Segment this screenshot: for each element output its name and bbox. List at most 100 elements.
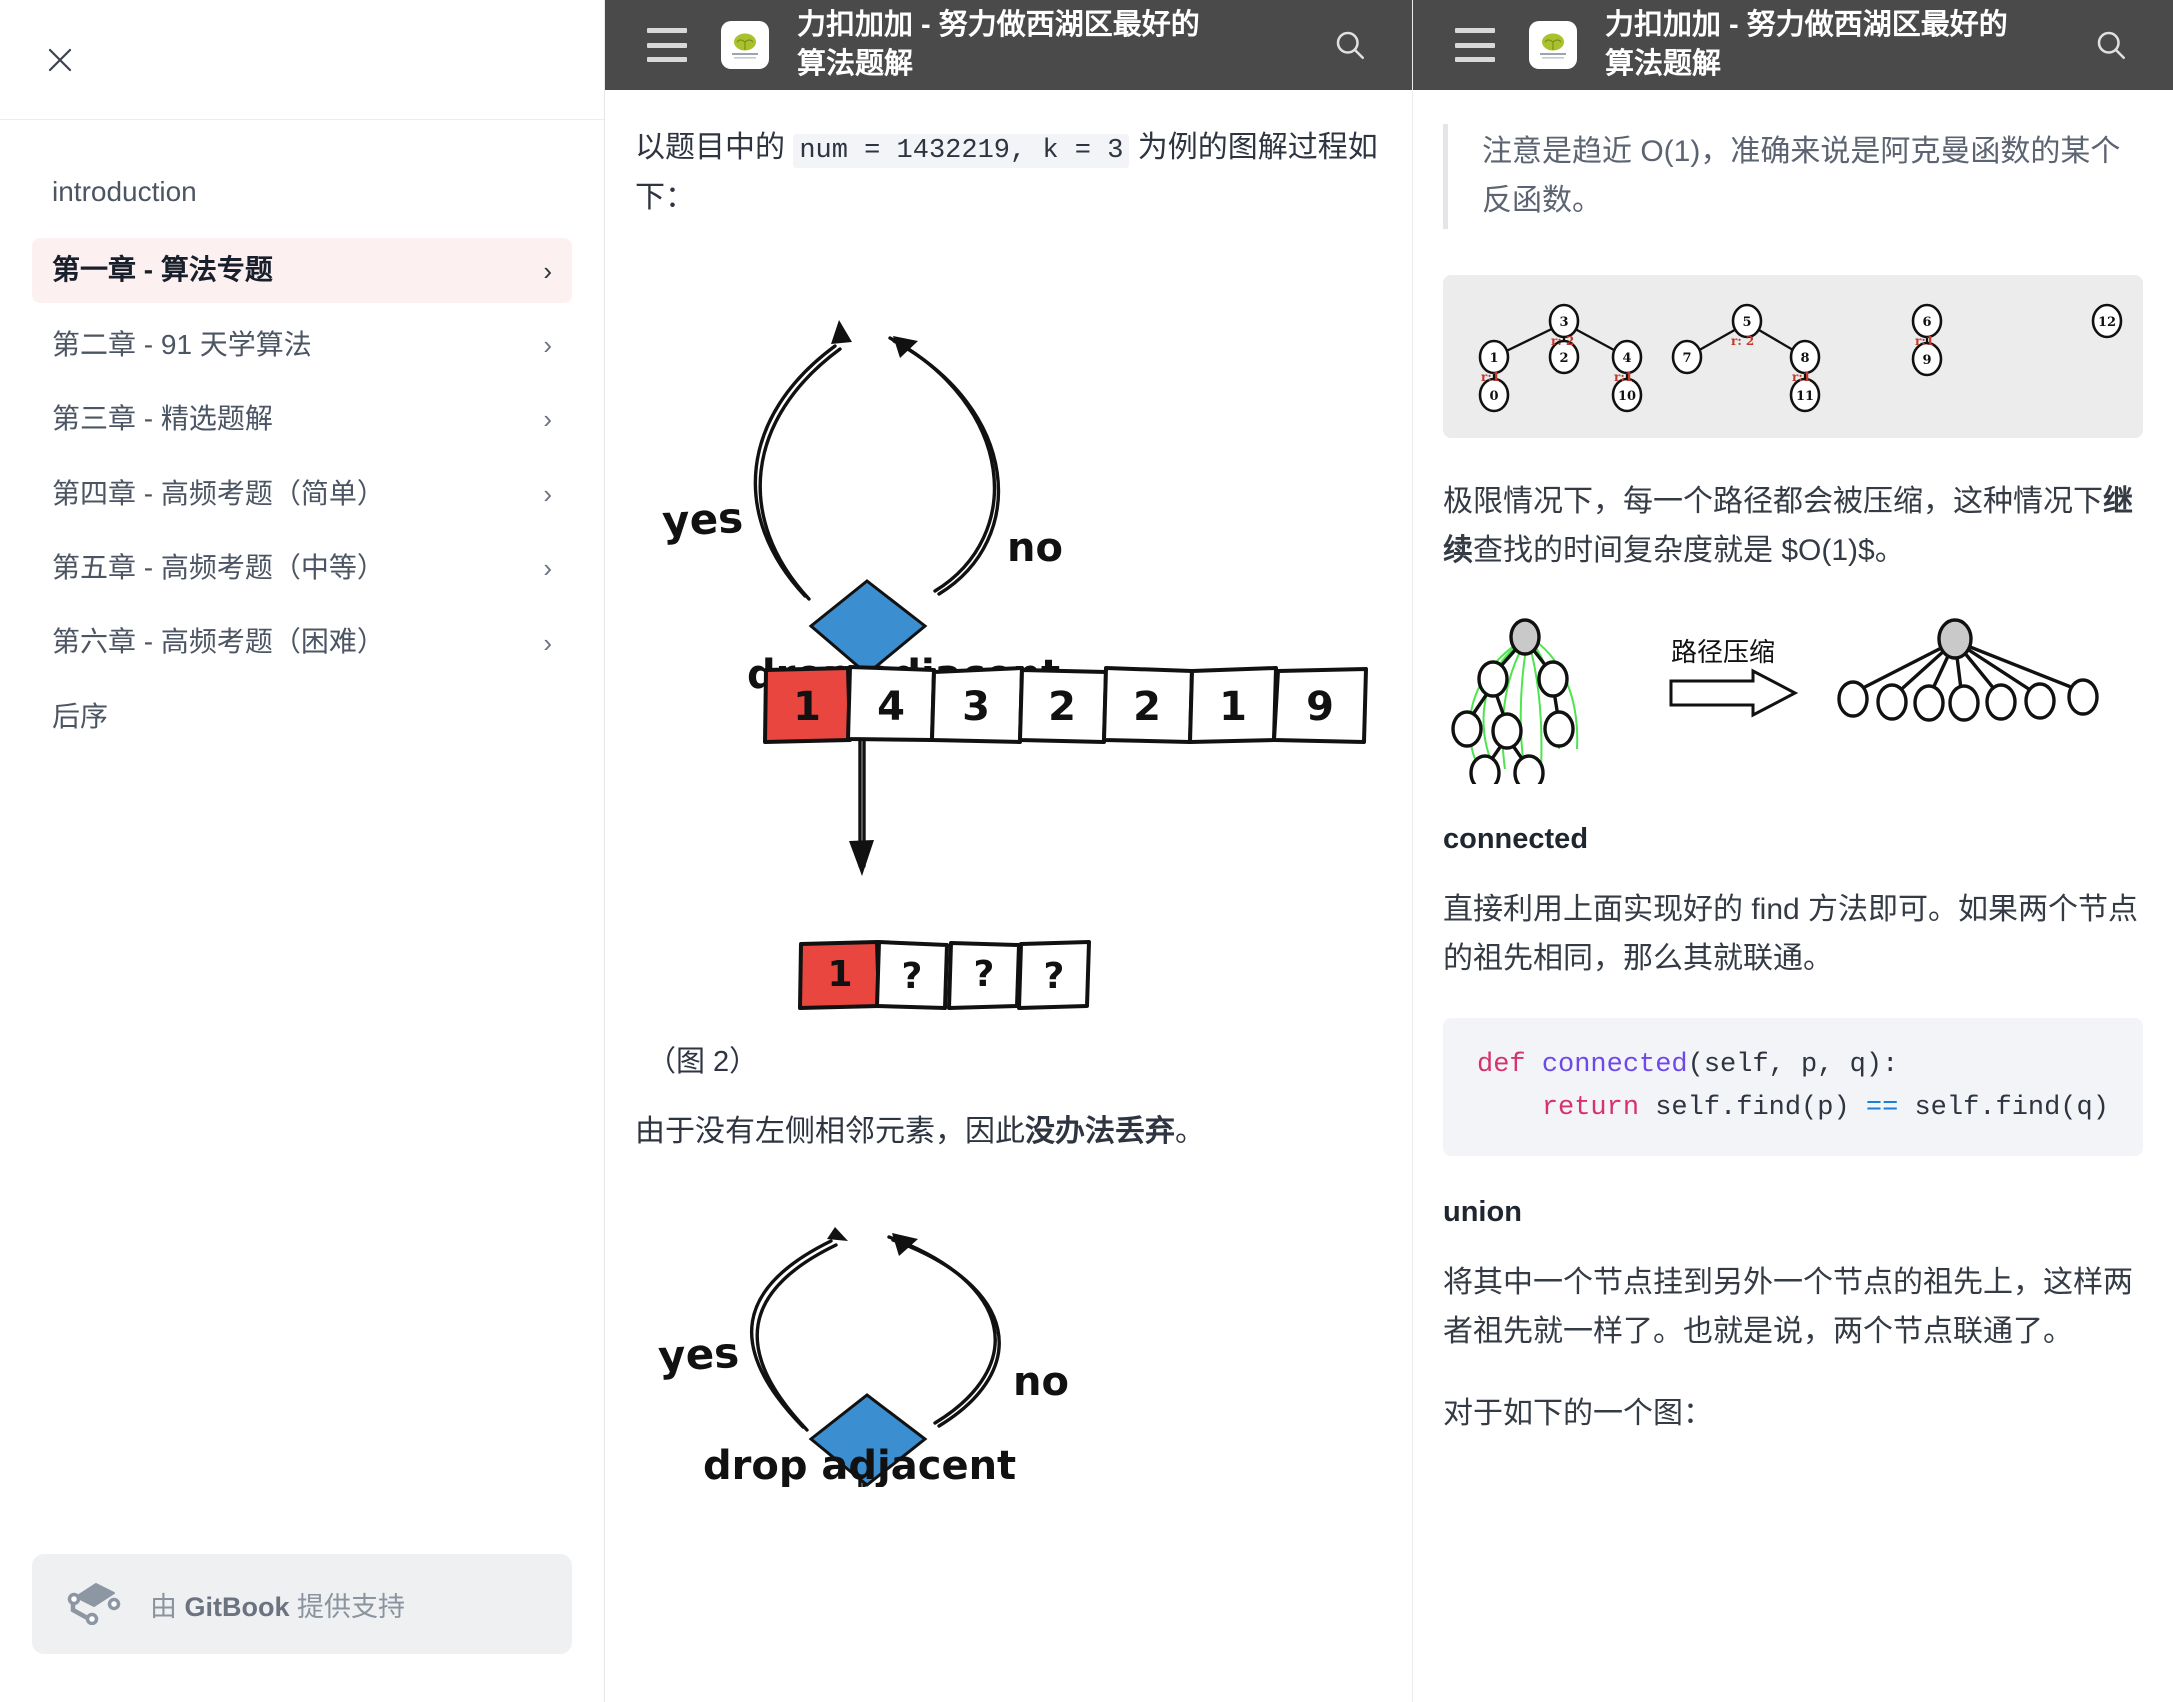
sidebar-header xyxy=(0,0,604,120)
sidebar-item-label: 第一章 - 算法专题 xyxy=(52,254,273,286)
figure-path-compression: 路径压缩 xyxy=(1443,599,2143,793)
chevron-right-icon: › xyxy=(543,478,552,509)
heading-union: union xyxy=(1443,1195,1522,1228)
svg-text:1: 1 xyxy=(1489,351,1498,366)
no-left-neighbour-paragraph: 由于没有左侧相邻元素，因此没办法丢弃。 xyxy=(635,1115,1205,1149)
svg-text:r:1: r:1 xyxy=(1915,334,1934,348)
inline-code-example: num = 1432219, k = 3 xyxy=(793,134,1130,168)
right-content: 注意是趋近 O(1)，准确来说是阿克曼函数的某个反函数。 xyxy=(1413,90,2173,1439)
close-icon[interactable] xyxy=(38,38,82,82)
gitbook-label: 由 GitBook 提供支持 xyxy=(150,1591,406,1622)
right-topbar: 力扣加加 - 努力做西湖区最好的算法题解 xyxy=(1413,0,2173,90)
code-keyword-def: def xyxy=(1477,1049,1526,1080)
svg-text:1: 1 xyxy=(793,684,821,730)
svg-text:2: 2 xyxy=(1048,684,1076,730)
svg-text:8: 8 xyxy=(1800,351,1809,366)
search-icon[interactable] xyxy=(1324,19,1376,71)
svg-text:no: no xyxy=(1013,1359,1069,1405)
svg-text:yes: yes xyxy=(661,493,744,546)
svg-text:?: ? xyxy=(1044,956,1065,997)
search-icon[interactable] xyxy=(2085,19,2137,71)
right-panel: 力扣加加 - 努力做西湖区最好的算法题解 注意是趋近 O(1)，准确来说是阿克曼… xyxy=(1413,0,2173,1702)
svg-text:r:1: r:1 xyxy=(1481,370,1500,384)
sidebar-item-chapter-4[interactable]: 第四章 - 高频考题（简单） › xyxy=(32,462,572,526)
svg-text:2: 2 xyxy=(1133,684,1161,730)
chevron-right-icon: › xyxy=(543,553,552,584)
code-function-name: connected xyxy=(1541,1049,1688,1080)
union-paragraph: 将其中一个节点挂到另外一个节点的祖先上，这样两者祖先就一样了。也就是说，两个节点… xyxy=(1443,1265,2133,1348)
svg-text:r: 2: r: 2 xyxy=(1731,334,1754,348)
middle-topbar: 力扣加加 - 努力做西湖区最好的算法题解 xyxy=(605,0,1412,90)
chevron-right-icon: › xyxy=(543,329,552,360)
sidebar-item-label: 第二章 - 91 天学算法 xyxy=(52,328,312,360)
arrow-label: 路径压缩 xyxy=(1671,638,1775,668)
sidebar-item-label: 第五章 - 高频考题（中等） xyxy=(52,551,385,583)
union-figure-intro: 对于如下的一个图： xyxy=(1443,1397,1713,1431)
sidebar-footer: 由 GitBook 提供支持 xyxy=(0,1554,604,1702)
svg-text:4: 4 xyxy=(1622,351,1631,366)
code-keyword-return: return xyxy=(1541,1092,1640,1123)
svg-text:r: 2: r: 2 xyxy=(1551,334,1574,348)
svg-text:1: 1 xyxy=(1219,684,1247,730)
code-expr-right: self.find(q) xyxy=(1898,1092,2109,1123)
chevron-right-icon: › xyxy=(543,404,552,435)
site-logo-icon[interactable] xyxy=(1529,21,1577,69)
svg-text:3: 3 xyxy=(1559,315,1568,330)
svg-text:5: 5 xyxy=(1742,315,1751,330)
sidebar: introduction 第一章 - 算法专题 › 第二章 - 91 天学算法 … xyxy=(0,0,605,1702)
path-compression-paragraph: 极限情况下，每一个路径都会被压缩，这种情况下继续查找的时间复杂度就是 $O(1)… xyxy=(1443,485,2133,567)
site-logo-icon[interactable] xyxy=(721,21,769,69)
svg-text:12: 12 xyxy=(2098,315,2116,330)
svg-text:yes: yes xyxy=(657,1328,740,1381)
sidebar-item-chapter-2[interactable]: 第二章 - 91 天学算法 › xyxy=(32,313,572,377)
svg-text:r:1: r:1 xyxy=(1614,370,1633,384)
hamburger-menu-icon[interactable] xyxy=(647,28,687,62)
svg-text:3: 3 xyxy=(962,684,990,730)
code-params: (self, p, q): xyxy=(1687,1049,1899,1080)
sidebar-nav: introduction 第一章 - 算法专题 › 第二章 - 91 天学算法 … xyxy=(0,120,604,1554)
sidebar-item-label: 后序 xyxy=(52,700,109,732)
code-expr-left: self.find(p) xyxy=(1639,1092,1866,1123)
figure-array-1: 1 4 3 2 2 1 9 xyxy=(760,654,1382,750)
svg-text:7: 7 xyxy=(1682,351,1691,366)
blockquote-text: 注意是趋近 O(1)，准确来说是阿克曼函数的某个反函数。 xyxy=(1482,135,2121,217)
svg-text:9: 9 xyxy=(1306,684,1334,730)
svg-text:1: 1 xyxy=(827,954,852,995)
svg-text:6: 6 xyxy=(1922,315,1931,330)
connected-paragraph: 直接利用上面实现好的 find 方法即可。如果两个节点的祖先相同，那么其就联通。 xyxy=(1443,893,2139,975)
svg-text:2: 2 xyxy=(1559,351,1568,366)
svg-text:r:1: r:1 xyxy=(1792,370,1811,384)
svg-text:11: 11 xyxy=(1796,389,1814,404)
hamburger-menu-icon[interactable] xyxy=(1455,28,1495,62)
gitbook-book-icon xyxy=(66,1579,122,1630)
gitbook-powered-by-button[interactable]: 由 GitBook 提供支持 xyxy=(32,1554,572,1654)
svg-text:0: 0 xyxy=(1489,389,1498,404)
svg-text:?: ? xyxy=(974,954,995,995)
sidebar-item-chapter-6[interactable]: 第六章 - 高频考题（困难） › xyxy=(32,610,572,674)
svg-text:9: 9 xyxy=(1922,353,1931,368)
figure-drop-adjacent-2: yes no drop adjacent xyxy=(635,1226,1382,1487)
sidebar-item-label: 第三章 - 精选题解 xyxy=(52,403,273,435)
sidebar-item-label: introduction xyxy=(52,176,197,207)
code-block-connected: def connected(self, p, q): return self.f… xyxy=(1443,1017,2143,1156)
page-title: 力扣加加 - 努力做西湖区最好的算法题解 xyxy=(797,8,1200,80)
sidebar-item-label: 第四章 - 高频考题（简单） xyxy=(52,477,385,509)
svg-text:?: ? xyxy=(902,956,923,997)
middle-content: 以题目中的 num = 1432219, k = 3 为例的图解过程如下： xyxy=(605,90,1412,1487)
svg-text:10: 10 xyxy=(1618,389,1636,404)
figure-caption-2: （图 2） xyxy=(647,1046,759,1079)
svg-text:4: 4 xyxy=(877,684,905,730)
middle-panel: 力扣加加 - 努力做西湖区最好的算法题解 以题目中的 num = 1432219… xyxy=(605,0,1413,1702)
sidebar-item-chapter-3[interactable]: 第三章 - 精选题解 › xyxy=(32,387,572,451)
sidebar-item-introduction[interactable]: introduction xyxy=(32,160,572,224)
sidebar-item-chapter-1[interactable]: 第一章 - 算法专题 › xyxy=(32,238,572,303)
heading-connected: connected xyxy=(1443,823,1589,856)
chevron-right-icon: › xyxy=(543,627,552,658)
sidebar-item-label: 第六章 - 高频考题（困难） xyxy=(52,626,385,658)
sidebar-item-chapter-5[interactable]: 第五章 - 高频考题（中等） › xyxy=(32,536,572,600)
sidebar-item-postscript[interactable]: 后序 xyxy=(32,685,572,749)
page-title: 力扣加加 - 努力做西湖区最好的算法题解 xyxy=(1605,8,2008,80)
code-operator: == xyxy=(1865,1092,1899,1123)
